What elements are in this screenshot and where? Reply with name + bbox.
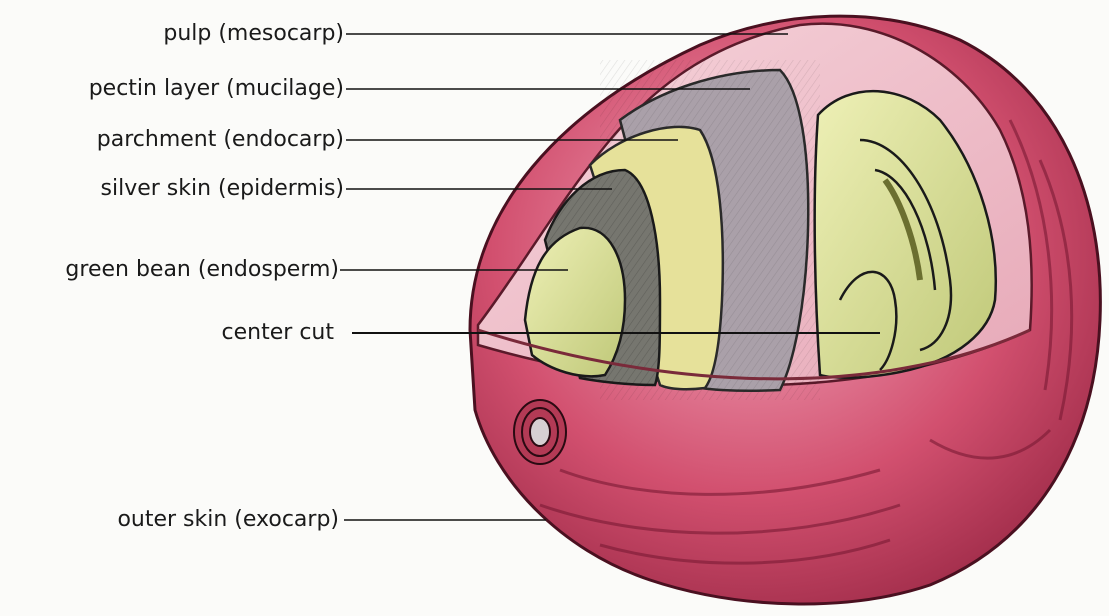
label-center-cut: center cut <box>222 320 334 346</box>
label-parchment: parchment (endocarp) <box>97 127 344 153</box>
label-green-bean: green bean (endosperm) <box>65 257 339 283</box>
label-pulp: pulp (mesocarp) <box>163 21 344 47</box>
calyx-scar <box>514 400 566 464</box>
label-silver-skin: silver skin (epidermis) <box>101 176 344 202</box>
label-outer-skin: outer skin (exocarp) <box>117 507 339 533</box>
label-pectin-layer: pectin layer (mucilage) <box>89 76 344 102</box>
